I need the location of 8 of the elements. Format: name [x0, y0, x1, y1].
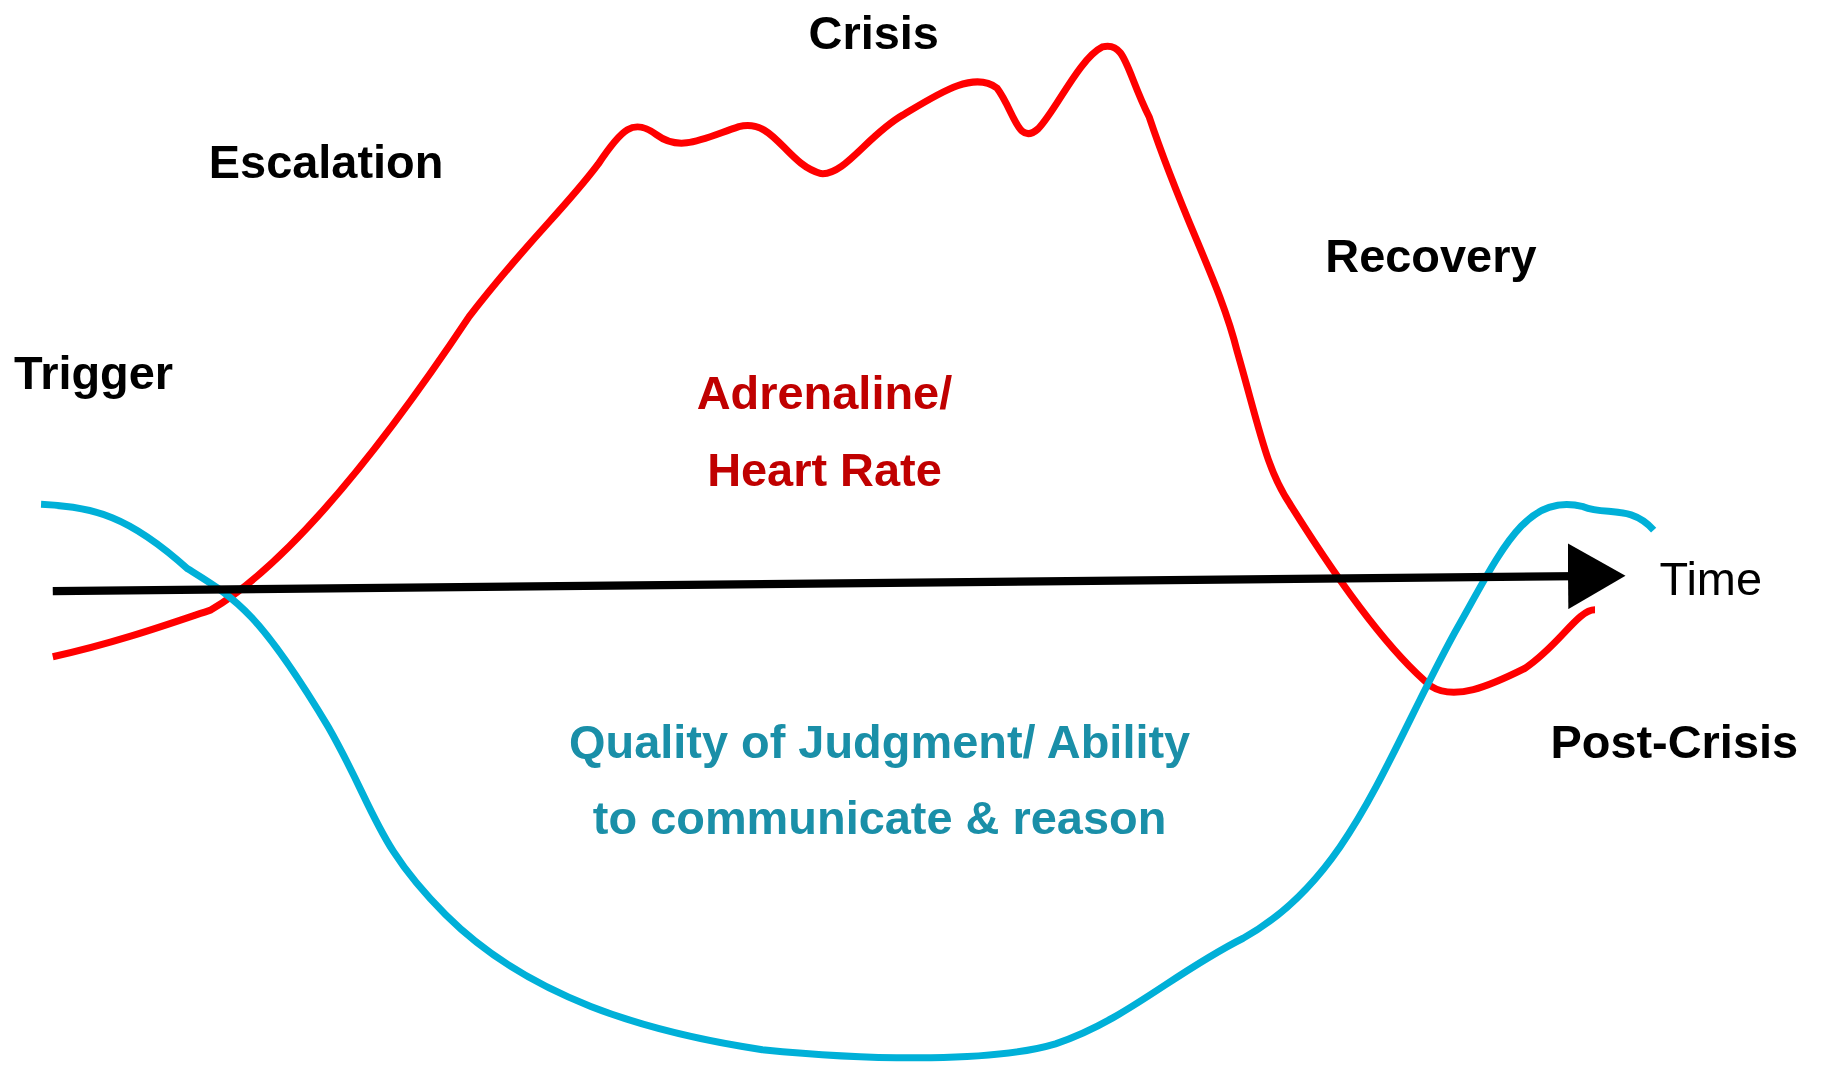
- stage-label: Post-Crisis: [1550, 714, 1800, 769]
- stage-label: Escalation: [208, 135, 445, 190]
- stage-label: Trigger: [14, 346, 175, 401]
- curve-label: Adrenaline/ Heart Rate: [695, 366, 954, 497]
- curve-label: Quality of Judgment/ Ability to communicate & reason: [568, 714, 1192, 846]
- stage-label: Recovery: [1325, 228, 1538, 284]
- stage-label: Crisis: [807, 6, 940, 61]
- axis-label: Time: [1659, 551, 1763, 606]
